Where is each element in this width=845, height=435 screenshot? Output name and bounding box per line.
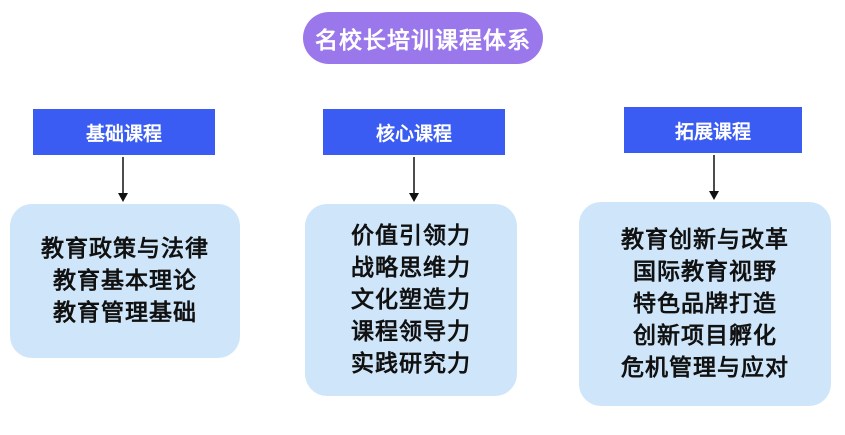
list-item: 国际教育视野 <box>633 259 777 285</box>
list-item: 战略思维力 <box>351 255 471 281</box>
diagram-title: 名校长培训课程体系 <box>303 12 543 64</box>
header-extended-courses: 拓展课程 <box>624 107 802 153</box>
card-extended-courses: 教育创新与改革 国际教育视野 特色品牌打造 创新项目孵化 危机管理与应对 <box>579 202 831 406</box>
list-item: 教育基本理论 <box>53 268 197 294</box>
card-core-courses: 价值引领力 战略思维力 文化塑造力 课程领导力 实践研究力 <box>305 204 517 396</box>
header-basic-courses: 基础课程 <box>33 109 215 155</box>
list-item: 危机管理与应对 <box>621 355 789 381</box>
header-core-courses: 核心课程 <box>323 109 505 155</box>
list-item: 特色品牌打造 <box>633 291 777 317</box>
list-item: 教育创新与改革 <box>621 227 789 253</box>
arrow-down-icon <box>118 157 128 202</box>
arrow-down-icon <box>409 157 419 202</box>
list-item: 课程领导力 <box>351 319 471 345</box>
list-item: 实践研究力 <box>351 351 471 377</box>
arrow-down-icon <box>709 155 719 200</box>
list-item: 教育管理基础 <box>53 300 197 326</box>
list-item: 价值引领力 <box>351 223 471 249</box>
list-item: 文化塑造力 <box>351 287 471 313</box>
list-item: 教育政策与法律 <box>41 236 209 262</box>
list-item: 创新项目孵化 <box>633 323 777 349</box>
card-basic-courses: 教育政策与法律 教育基本理论 教育管理基础 <box>10 204 240 358</box>
